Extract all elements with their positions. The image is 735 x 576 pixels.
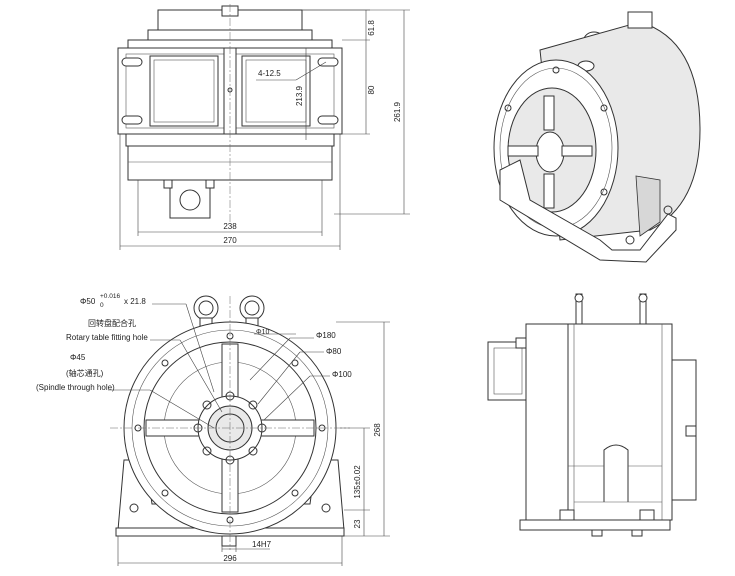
dim-61-8: 61.8 — [367, 20, 376, 36]
label-dia-small: Φ10 — [256, 329, 269, 336]
bore-dia-text: Φ50 — [80, 297, 96, 306]
top-view: 61.8 80 213.9 261.9 4-12.5 238 270 — [117, 4, 410, 250]
label-spindle-dia: Φ45 — [70, 353, 86, 362]
dim-80: 80 — [367, 85, 376, 94]
label-spindle-en: (Spindle through hole) — [36, 383, 115, 392]
side-view — [487, 293, 697, 537]
dim-213-9: 213.9 — [295, 85, 304, 106]
dim-270: 270 — [223, 236, 237, 245]
label-depth: x 21.8 — [124, 297, 146, 306]
front-view: Φ50 +0.016 0 x 21.8 回转盘配合孔 Rotary table … — [36, 293, 390, 566]
dim-296: 296 — [223, 554, 237, 563]
label-dia-100: Φ100 — [332, 370, 352, 379]
dim-bolt-holes: 4-12.5 — [258, 69, 281, 78]
dim-135: 135±0.02 — [353, 465, 362, 499]
dim-268: 268 — [373, 423, 382, 437]
label-tol-lower: 0 — [100, 302, 104, 309]
dim-23: 23 — [353, 519, 362, 528]
label-tol-upper: +0.016 — [100, 293, 120, 300]
isometric-view — [493, 11, 701, 263]
label-spindle-cn: (轴芯通孔) — [66, 368, 104, 378]
label-fitting-hole-cn: 回转盘配合孔 — [88, 318, 136, 328]
dim-238: 238 — [223, 222, 237, 231]
label-dia-80: Φ80 — [326, 347, 342, 356]
label-bore-dia: Φ50 — [80, 297, 96, 306]
dim-261-9: 261.9 — [393, 101, 402, 122]
dim-14h7: 14H7 — [252, 540, 272, 549]
label-fitting-hole-en: Rotary table fitting hole — [66, 333, 148, 342]
label-dia-180: Φ180 — [316, 331, 336, 340]
